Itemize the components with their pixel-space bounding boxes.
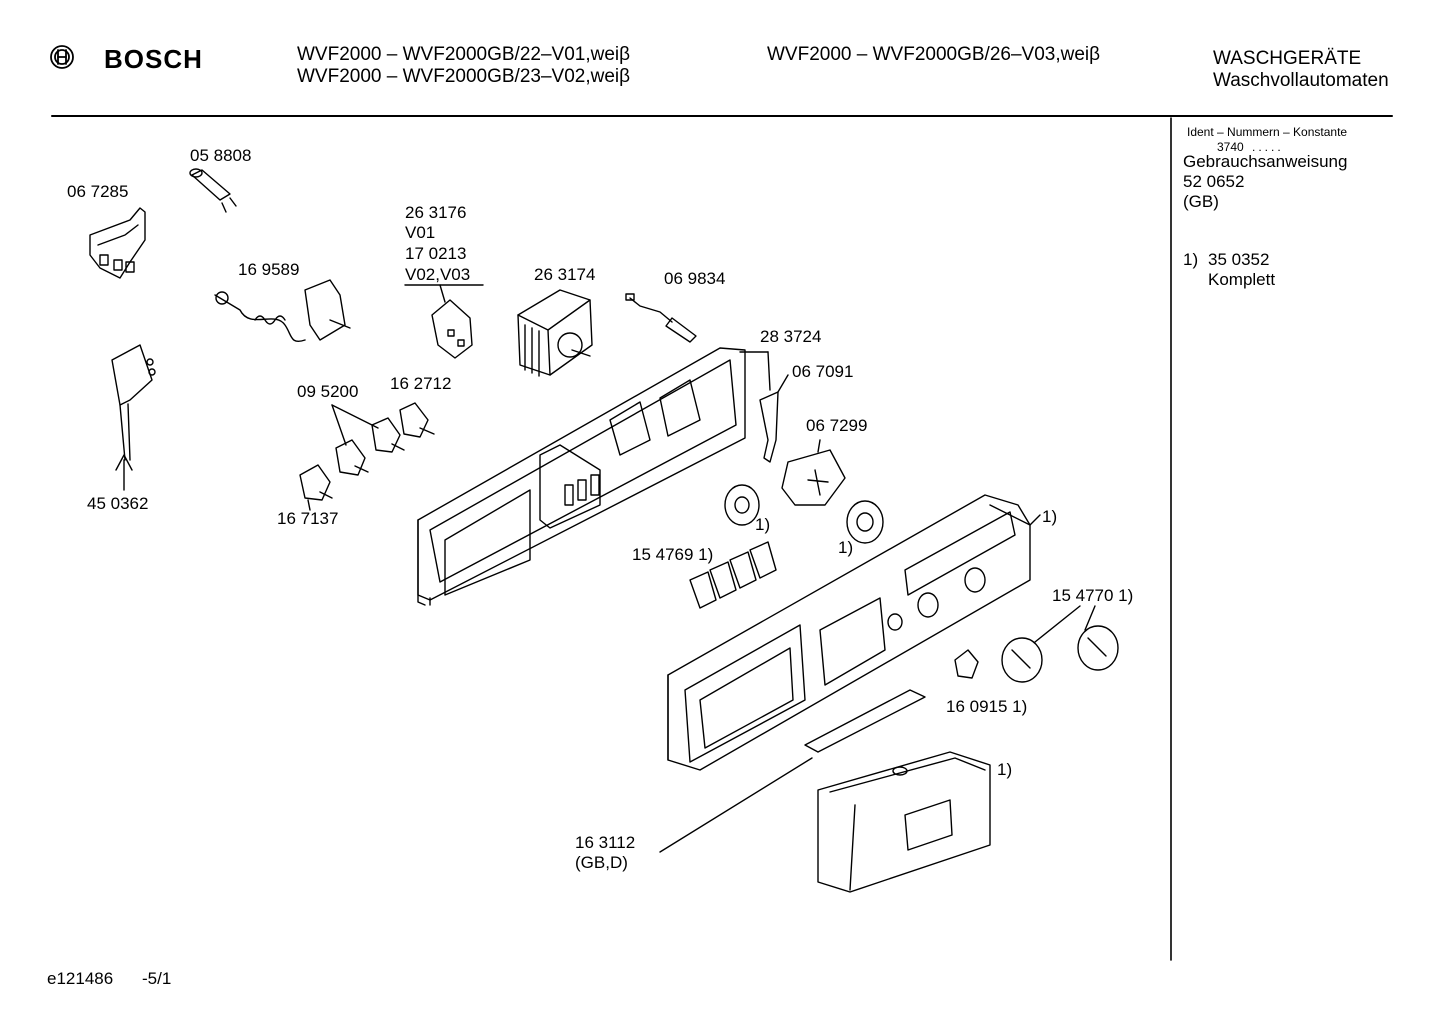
- part-label: 16 7137: [277, 509, 339, 528]
- drawing-id: e121486: [47, 969, 114, 988]
- part-label: 16 2712: [390, 374, 452, 393]
- footnote-ref: 1): [755, 515, 771, 534]
- detergent-drawer-part: [817, 751, 991, 893]
- part-label: 16 9589: [238, 260, 300, 279]
- part-label: 09 5200: [297, 382, 359, 401]
- part-label: 06 7285: [67, 182, 129, 201]
- trim-strip-part: [659, 689, 926, 853]
- part-label: 26 3176: [405, 203, 467, 222]
- programmer-part: [517, 289, 593, 377]
- push-buttons-part: [689, 541, 777, 609]
- manual-region: (GB): [1183, 192, 1219, 211]
- manual-number: 52 0652: [1183, 172, 1245, 191]
- part-label: 45 0362: [87, 494, 149, 513]
- lever-part: [739, 351, 789, 463]
- model-line-1: WVF2000 – WVF2000GB/22–V01,weiβ: [297, 44, 631, 65]
- footnote-ref: 1): [838, 538, 854, 557]
- page-number: -5/1: [142, 969, 172, 988]
- part-variant: V01: [405, 223, 436, 242]
- footnote-ref: 1): [997, 760, 1013, 779]
- part-variant: (GB,D): [575, 853, 628, 872]
- part-label: 15 4769 1): [632, 545, 714, 564]
- footnote-text: Komplett: [1208, 270, 1276, 289]
- manual-label: Gebrauchsanweisung: [1183, 152, 1348, 171]
- category-subtitle: Waschvollautomaten: [1213, 70, 1389, 91]
- ident-dots: .....: [1252, 140, 1284, 154]
- part-label: 26 3174: [534, 265, 596, 284]
- part-label: 06 7091: [792, 362, 854, 381]
- terminal-bracket-part: [89, 207, 146, 279]
- selector-switch-part: [431, 284, 473, 359]
- capacitor-part: [189, 168, 237, 213]
- part-variant: V02,V03: [405, 265, 471, 284]
- knob-parts: [724, 484, 884, 544]
- ident-value: 3740: [1217, 140, 1244, 154]
- model-line-3: WVF2000 – WVF2000GB/26–V03,weiβ: [767, 44, 1101, 65]
- part-label: 05 8808: [190, 146, 252, 165]
- thermostat-part: [214, 279, 351, 342]
- indicator-lamp-part: [625, 293, 697, 343]
- part-label: 17 0213: [405, 244, 467, 263]
- footnote-number: 35 0352: [1208, 250, 1270, 269]
- push-switch-group: [299, 402, 435, 511]
- footnote-ref: 1): [1042, 507, 1058, 526]
- part-label: 15 4770 1): [1052, 586, 1134, 605]
- footnote-marker: 1): [1183, 250, 1199, 269]
- part-label: 06 9834: [664, 269, 726, 288]
- programme-knobs-part: [954, 605, 1119, 683]
- brand-name: BOSCH: [104, 44, 203, 74]
- part-label: 16 0915 1): [946, 697, 1028, 716]
- cam-disk-part: [781, 439, 846, 506]
- model-line-2: WVF2000 – WVF2000GB/23–V02,weiβ: [297, 66, 631, 87]
- part-label: 28 3724: [760, 327, 822, 346]
- part-label: 06 7299: [806, 416, 868, 435]
- control-panel-frame: [417, 347, 746, 606]
- ident-title: Ident – Nummern – Konstante: [1187, 125, 1348, 139]
- part-label: 16 3112: [575, 833, 636, 852]
- front-fascia-part: [667, 494, 1041, 771]
- bosch-logo-icon: [50, 45, 74, 69]
- category-title: WASCHGERÄTE: [1213, 48, 1362, 69]
- mains-plug-part: [111, 344, 156, 491]
